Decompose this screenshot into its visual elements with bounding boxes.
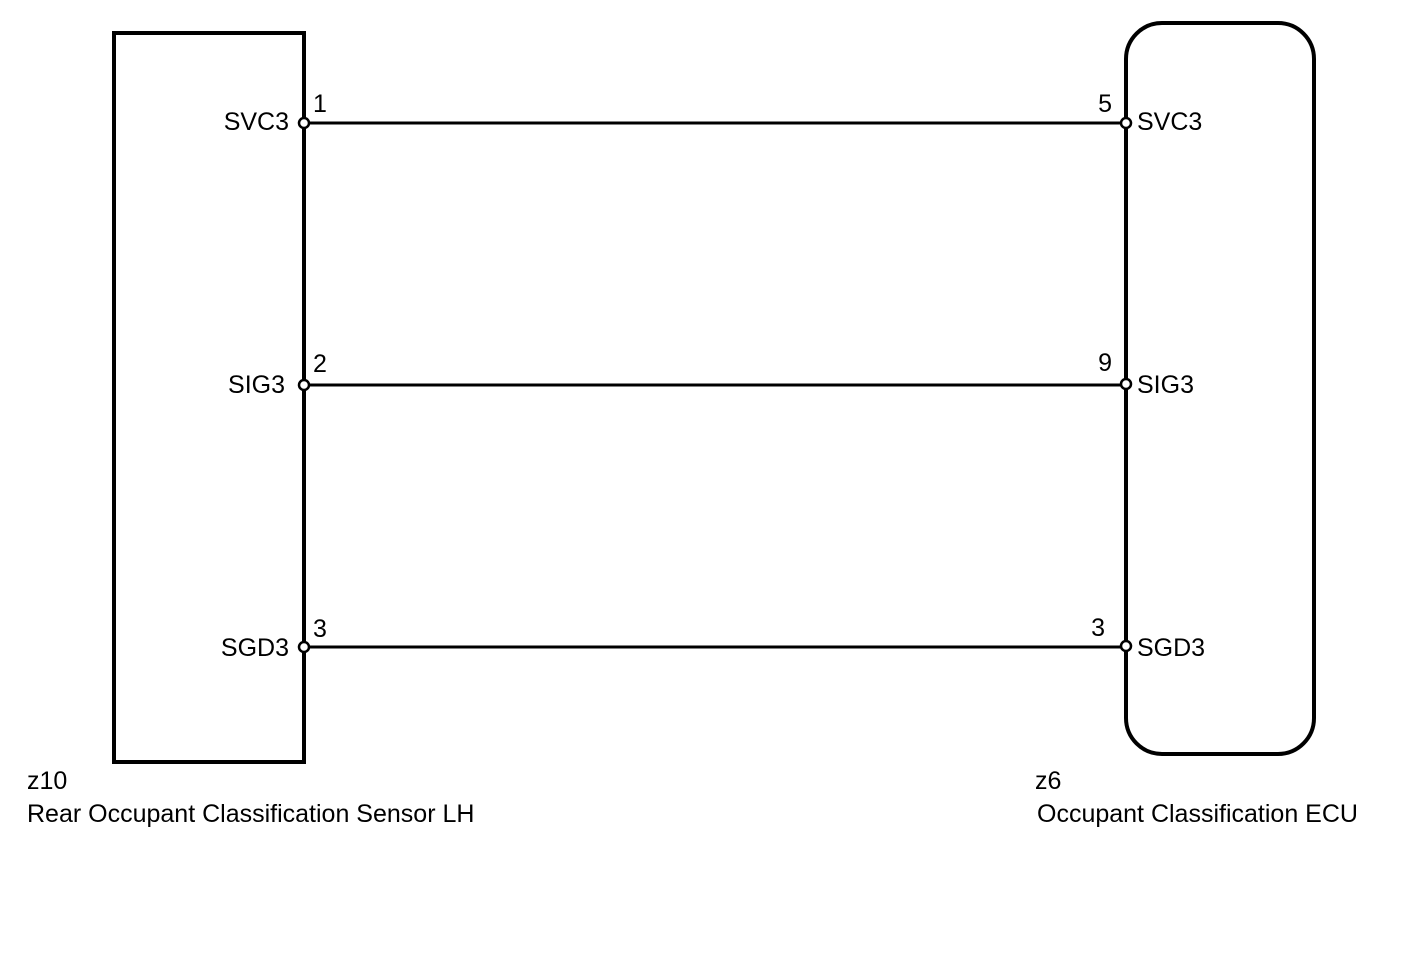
left-terminal-label: SIG3 bbox=[228, 371, 285, 399]
right-terminal-1 bbox=[1119, 116, 1133, 130]
left-terminal-label: SGD3 bbox=[221, 634, 289, 662]
wire-1: SVC3 1 5 SVC3 bbox=[224, 90, 1203, 136]
right-component-name: Occupant Classification ECU bbox=[1037, 800, 1358, 828]
left-terminal-label: SVC3 bbox=[224, 108, 289, 136]
wire-3: SGD3 3 3 SGD3 bbox=[221, 614, 1205, 662]
left-pin-number: 1 bbox=[313, 90, 327, 118]
right-component-code: z6 bbox=[1035, 767, 1061, 795]
left-terminal-3 bbox=[297, 640, 311, 654]
right-terminal-label: SGD3 bbox=[1137, 634, 1205, 662]
right-terminal-label: SVC3 bbox=[1137, 108, 1202, 136]
left-component-name: Rear Occupant Classification Sensor LH bbox=[27, 800, 474, 828]
left-terminal-2 bbox=[297, 378, 311, 392]
left-terminal-1 bbox=[297, 116, 311, 130]
left-component-code: z10 bbox=[27, 767, 67, 795]
wire-2: SIG3 2 9 SIG3 bbox=[228, 349, 1194, 399]
right-terminal-2 bbox=[1119, 377, 1133, 391]
right-terminal-3 bbox=[1119, 639, 1133, 653]
left-pin-number: 2 bbox=[313, 350, 327, 378]
left-pin-number: 3 bbox=[313, 615, 327, 643]
right-pin-number: 9 bbox=[1098, 349, 1112, 377]
sensor-box bbox=[112, 31, 306, 764]
right-terminal-label: SIG3 bbox=[1137, 371, 1194, 399]
right-pin-number: 3 bbox=[1091, 614, 1105, 642]
right-pin-number: 5 bbox=[1098, 90, 1112, 118]
